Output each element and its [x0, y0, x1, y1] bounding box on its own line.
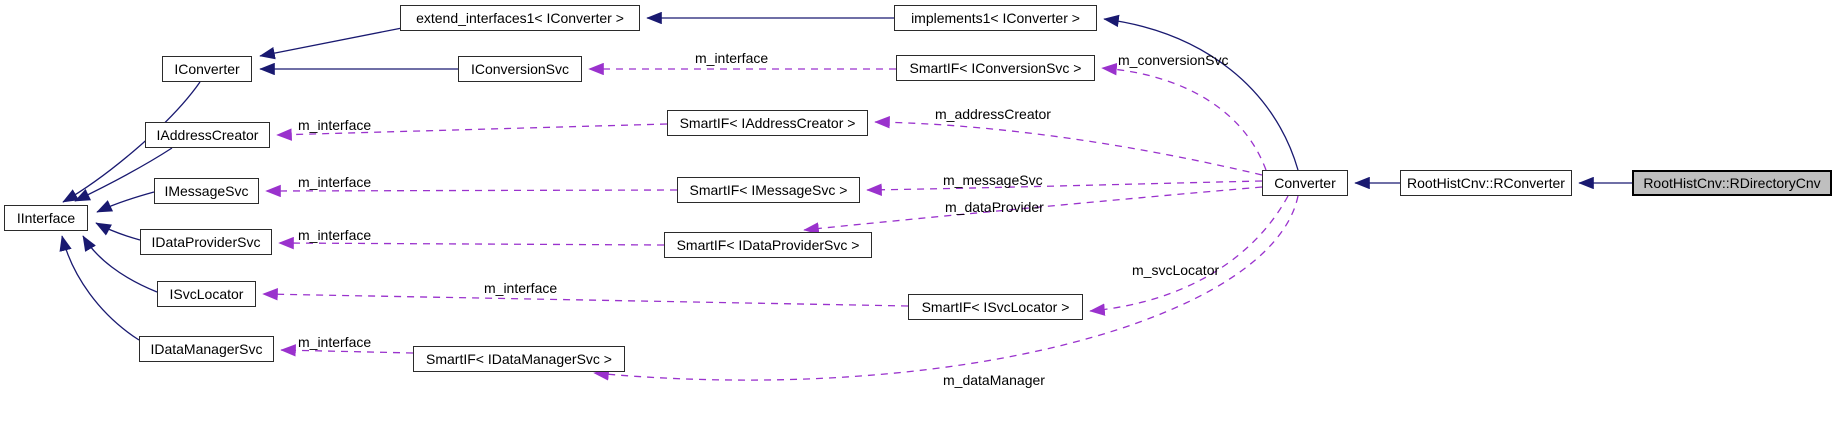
edge-label-m-messagesvc: m_messageSvc: [943, 172, 1043, 188]
edge-converter-to-implements1: [1103, 14, 1299, 171]
node-iconversionsvc[interactable]: IConversionSvc: [458, 56, 582, 82]
node-smartif-idatamanagersvc[interactable]: SmartIF< IDataManagerSvc >: [413, 346, 625, 372]
node-roothistcnv-rconverter[interactable]: RootHistCnv::RConverter: [1400, 170, 1572, 196]
node-roothistcnv-rdirectorycnv: RootHistCnv::RDirectoryCnv: [1632, 170, 1832, 196]
edge-smartif-imessagesvc-to-imessagesvc: [265, 184, 678, 198]
node-smartif-isvclocator[interactable]: SmartIF< ISvcLocator >: [908, 294, 1083, 320]
node-implements1[interactable]: implements1< IConverter >: [894, 5, 1097, 31]
node-smartif-imessagesvc[interactable]: SmartIF< IMessageSvc >: [677, 177, 860, 203]
node-iaddresscreator[interactable]: IAddressCreator: [145, 122, 270, 148]
edge-extend-interfaces-to-iconverter: [259, 27, 403, 60]
edge-converter-m-conversionsvc: [1101, 62, 1267, 171]
edge-label-m-interface-conversionsvc: m_interface: [695, 50, 769, 66]
node-smartif-iaddresscreator[interactable]: SmartIF< IAddressCreator >: [667, 110, 868, 136]
edge-label-m-interface-svclocator: m_interface: [484, 280, 558, 296]
node-extend-interfaces1[interactable]: extend_interfaces1< IConverter >: [400, 5, 640, 31]
edge-label-m-conversionsvc: m_conversionSvc: [1118, 52, 1229, 68]
edge-idataprovidersvc-to-iinterface: [95, 222, 141, 241]
edge-isvclocator-to-iinterface: [82, 235, 158, 293]
edge-label-m-interface-datamanager: m_interface: [298, 334, 372, 350]
edge-label-m-interface-dataprovider: m_interface: [298, 227, 372, 243]
edge-label-m-dataprovider: m_dataProvider: [945, 199, 1044, 215]
edge-converter-m-addresscreator: [874, 116, 1263, 176]
node-smartif-iconversionsvc[interactable]: SmartIF< IConversionSvc >: [896, 55, 1095, 81]
edge-idatamanagersvc-to-iinterface: [59, 235, 140, 341]
edge-smartif-idatamanagersvc-to-idatamanagersvc: [280, 344, 414, 357]
edge-label-m-addresscreator: m_addressCreator: [935, 106, 1051, 122]
edge-smartif-iaddresscreator-to-iaddresscreator: [276, 123, 668, 141]
edge-imessagesvc-to-iinterface: [96, 191, 155, 213]
node-smartif-idataprovidersvc[interactable]: SmartIF< IDataProviderSvc >: [664, 232, 872, 258]
node-idataprovidersvc[interactable]: IDataProviderSvc: [140, 229, 272, 255]
edge-converter-m-dataprovider: [803, 186, 1263, 235]
edge-label-m-datamanager: m_dataManager: [943, 372, 1045, 388]
node-idatamanagersvc[interactable]: IDataManagerSvc: [139, 336, 274, 362]
edge-label-m-interface-messagesvc: m_interface: [298, 174, 372, 190]
node-iinterface[interactable]: IInterface: [4, 205, 88, 231]
node-iconverter[interactable]: IConverter: [162, 56, 252, 82]
node-imessagesvc[interactable]: IMessageSvc: [154, 178, 259, 204]
edge-label-m-interface-addresscreator: m_interface: [298, 117, 372, 133]
edge-smartif-isvclocator-to-isvclocator: [262, 288, 909, 307]
edge-smartif-idataprovidersvc-to-idataprovidersvc: [278, 236, 665, 250]
edge-label-m-svclocator: m_svcLocator: [1132, 262, 1220, 278]
edge-converter-m-datamanager: [593, 195, 1299, 381]
edge-iaddresscreator-to-iinterface: [74, 147, 173, 202]
node-converter[interactable]: Converter: [1262, 170, 1348, 196]
edge-converter-m-messagesvc: [866, 180, 1263, 197]
node-isvclocator[interactable]: ISvcLocator: [157, 281, 256, 307]
edge-converter-m-svclocator: [1089, 195, 1289, 316]
